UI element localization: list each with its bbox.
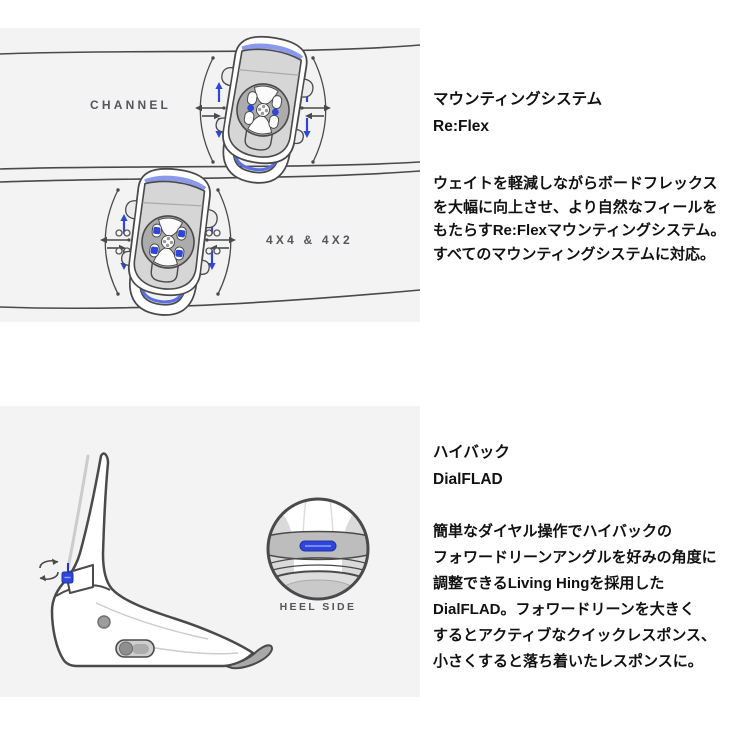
binding-side-view: [39, 452, 273, 670]
fourbyfour-binding-illustration: [98, 164, 238, 315]
forward-lean-window: [65, 564, 94, 594]
mounting-title-ja: マウンティングシステム: [433, 91, 603, 108]
mounting-title-en: Re:Flex: [433, 118, 489, 135]
highback-title-en: DialFLAD: [433, 471, 503, 488]
rotation-arrows-icon: [39, 558, 59, 582]
heel-side-label: HEEL SIDE: [279, 601, 357, 613]
channel-binding-illustration: [193, 31, 333, 185]
channel-bolt-icon: [271, 108, 279, 116]
mounting-system-heading: マウンティングシステム Re:Flex: [433, 86, 727, 140]
disc-bolt-icon: [177, 229, 186, 238]
highback-illustration: [39, 452, 370, 670]
channel-bolt-icon: [247, 104, 255, 112]
disc-bolt-icon: [175, 249, 183, 258]
snowboard-edges: [0, 44, 420, 310]
mounting-system-diagram-panel: CHANNEL 4X4 & 4X2: [0, 28, 420, 322]
highback-description: 簡単なダイヤル操作でハイバックの フォワードリーンアングルを好みの角度に 調整で…: [433, 523, 717, 670]
mounting-system-description: ウェイトを軽減しながらボードフレックス を大幅に向上させ、より自然なフィールを …: [433, 175, 726, 263]
highback-ghost-outline: [66, 454, 90, 570]
base-bolt-icon: [97, 615, 111, 629]
highback-title-ja: ハイバック: [433, 444, 510, 461]
disc-bolt-icon: [150, 246, 159, 255]
toe-ramp: [225, 644, 273, 670]
heel-side-detail-circle: [266, 497, 370, 601]
highback-diagram-panel: HEEL SIDE: [0, 406, 420, 697]
four-by-four-label: 4X4 & 4X2: [266, 233, 353, 247]
disc-bolt-icon: [153, 226, 161, 235]
dial-flad-dial: [61, 563, 74, 584]
highback-heading: ハイバック DialFLAD: [433, 439, 727, 493]
mounting-system-illustration: [0, 28, 420, 322]
channel-label: CHANNEL: [90, 98, 172, 112]
